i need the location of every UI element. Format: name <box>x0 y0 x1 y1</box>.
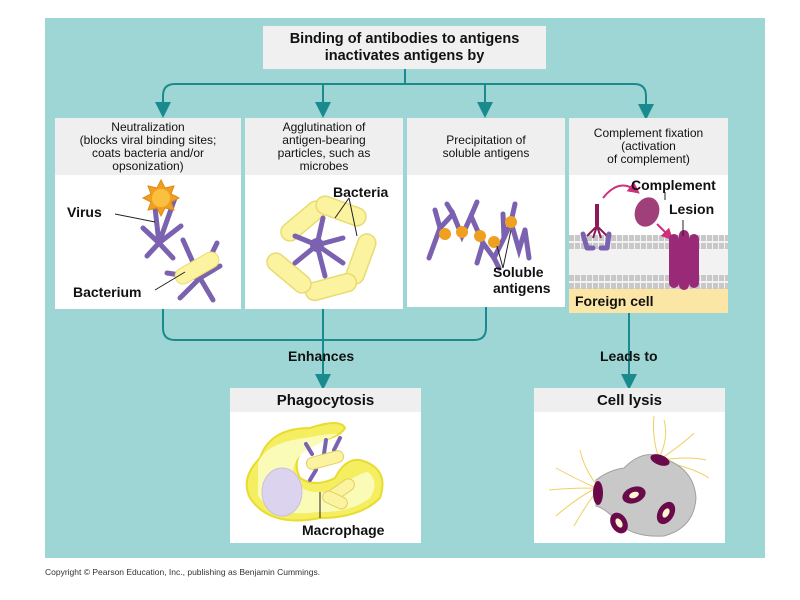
soluble-antigens-label: Soluble antigens <box>493 264 551 296</box>
complement-label: Complement <box>631 177 716 193</box>
phagocytosis-panel: Phagocytosis Macrophage <box>230 388 421 543</box>
neutralization-illustration <box>114 178 223 303</box>
leaking-contents <box>548 415 710 527</box>
leads-to-label: Leads to <box>600 348 658 364</box>
phagocytosis-header-text: Phagocytosis <box>276 391 375 409</box>
precipitation-header: Precipitation of soluble antigens <box>407 118 565 175</box>
antibody-complement-complex <box>580 204 612 251</box>
neutralization-header-text: Neutralization (blocks viral binding sit… <box>79 119 217 173</box>
branch-line <box>162 83 654 120</box>
macrophage-label: Macrophage <box>302 522 385 538</box>
complement-fixation-header-text: Complement fixation (activation of compl… <box>593 126 704 166</box>
complement-protein-icon <box>634 197 660 227</box>
membrane-bilayer <box>569 235 728 289</box>
precipitation-header-text: Precipitation of soluble antigens <box>442 132 530 160</box>
lesion-pore-icon <box>669 230 699 290</box>
antibody-bridge <box>292 215 346 279</box>
phagocytosis-header: Phagocytosis <box>230 388 421 412</box>
neutralization-header: Neutralization (blocks viral binding sit… <box>55 118 241 175</box>
agglutination-illustration <box>266 195 377 302</box>
enhances-label: Enhances <box>288 348 355 364</box>
title-text: Binding of antibodies to antigens inacti… <box>289 30 520 64</box>
virus-label: Virus <box>67 204 102 220</box>
antibody-lattice <box>426 199 532 271</box>
agglutination-header-text: Agglutination of antigen-bearing particl… <box>277 119 371 173</box>
soluble-antigens <box>439 216 517 248</box>
precipitation-illustration <box>426 199 532 271</box>
foreign-cell-label: Foreign cell <box>575 293 654 309</box>
foreign-cell-cytoplasm <box>569 286 728 313</box>
copyright-text: Copyright © Pearson Education, Inc., pub… <box>45 567 321 577</box>
phagocytosis-illustration <box>245 422 384 522</box>
neutralization-panel: Neutralization (blocks viral binding sit… <box>55 118 241 309</box>
complement-fixation-panel: Complement fixation (activation of compl… <box>569 118 728 313</box>
complement-fixation-illustration <box>569 181 728 313</box>
precipitation-panel: Precipitation of soluble antigens Solubl… <box>407 118 565 307</box>
merge-bracket <box>162 305 487 341</box>
bacterium-label: Bacterium <box>73 284 142 300</box>
cell-lysis-panel: Cell lysis <box>534 388 725 543</box>
complement-fixation-header: Complement fixation (activation of compl… <box>569 118 728 175</box>
agglutination-header: Agglutination of antigen-bearing particl… <box>245 118 403 175</box>
title-box: Binding of antibodies to antigens inacti… <box>263 26 546 69</box>
antibodies-on-engulfed-bacterium <box>304 436 342 482</box>
cell-lysis-header-text: Cell lysis <box>596 391 663 409</box>
bacteria-label: Bacteria <box>333 184 389 200</box>
nucleus-icon <box>261 467 303 517</box>
bacterium-icon <box>174 251 220 285</box>
cell-lysis-header: Cell lysis <box>534 388 725 412</box>
lesion-label: Lesion <box>669 201 715 217</box>
antibodies-on-virus <box>140 187 184 261</box>
agglutination-panel: Agglutination of antigen-bearing particl… <box>245 118 403 309</box>
cell-lysis-illustration <box>548 415 710 537</box>
